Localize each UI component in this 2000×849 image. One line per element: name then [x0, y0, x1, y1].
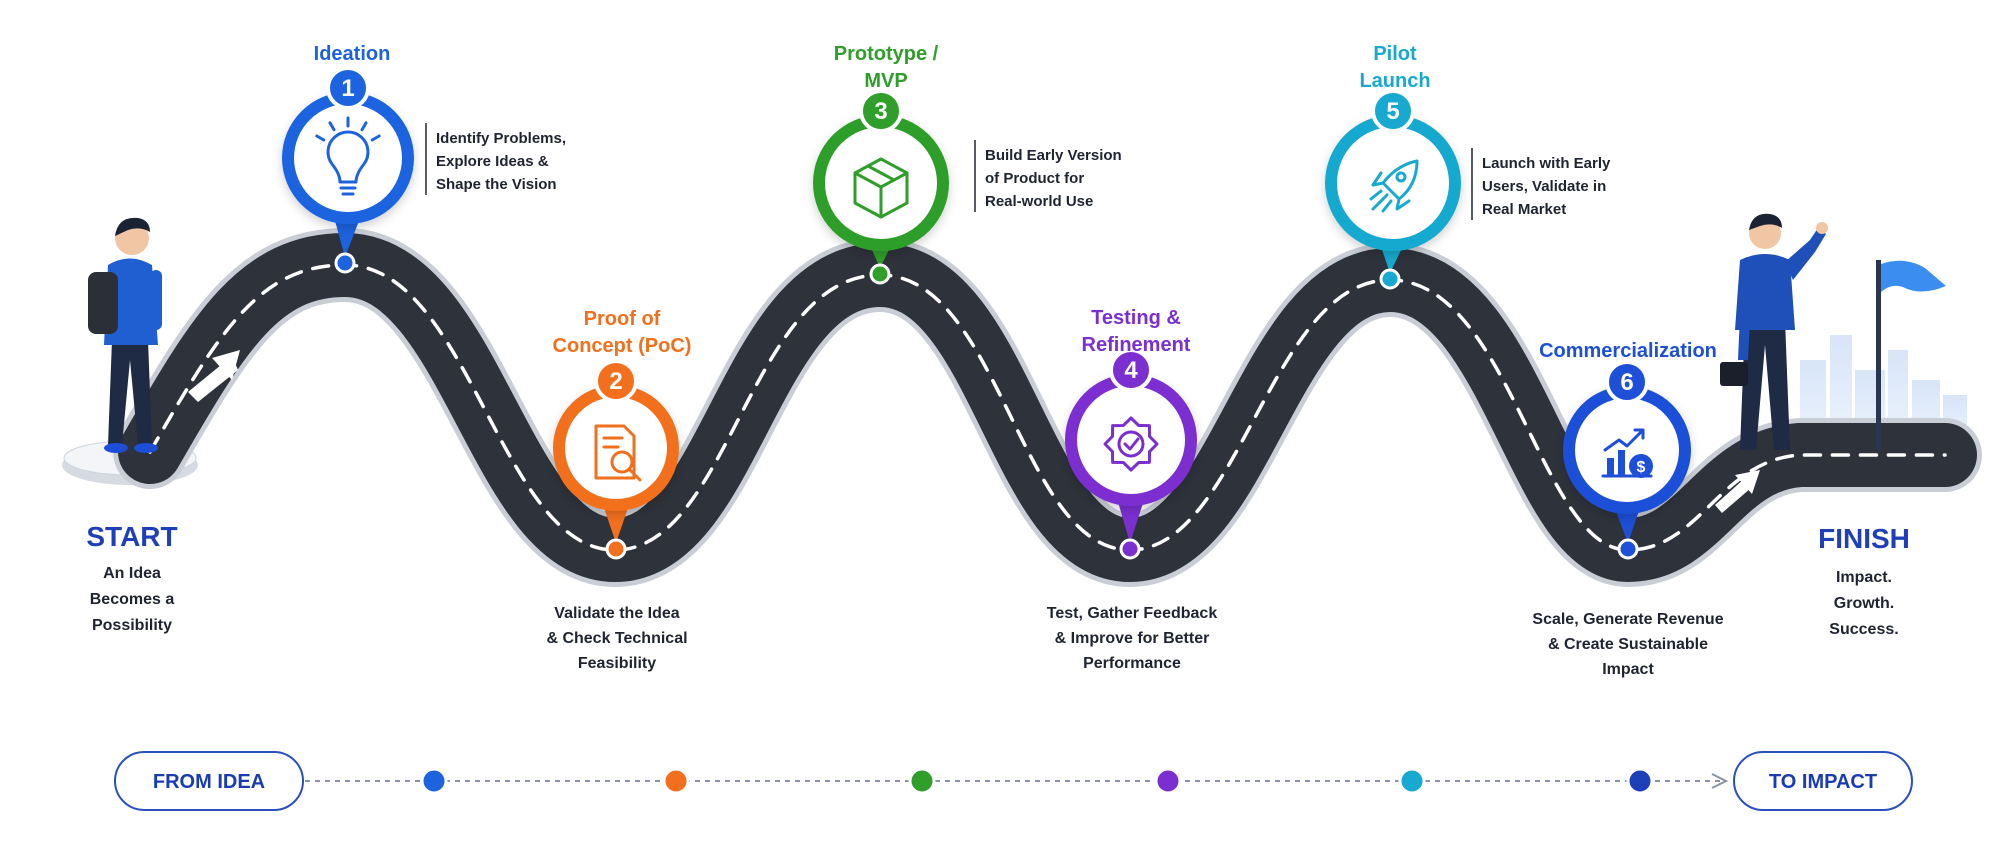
- road-arrow-start: [188, 350, 240, 402]
- stage-description: Real-world Use: [985, 193, 1093, 210]
- stage-description: Users, Validate in: [1482, 178, 1606, 195]
- stage-description: Validate the Idea: [554, 605, 679, 622]
- stage-pin-inner: [1077, 386, 1185, 494]
- flag-icon: [1876, 260, 1946, 450]
- step-number-badge: [326, 66, 370, 110]
- dollar-glyph: $: [1637, 459, 1646, 476]
- stage-description: & Improve for Better: [1055, 630, 1210, 647]
- stage-title: Proof of: [584, 308, 661, 330]
- to-impact-label: TO IMPACT: [1769, 771, 1877, 793]
- stage-description: Real Market: [1482, 201, 1566, 218]
- progress-timeline: FROM IDEA TO IMPACT: [114, 751, 1913, 811]
- timeline-dot: [1626, 767, 1654, 795]
- stage-title: MVP: [864, 70, 907, 92]
- finish-line: Success.: [1829, 621, 1898, 638]
- stage-pin-inner: [825, 127, 937, 239]
- stage-description: Performance: [1083, 655, 1181, 672]
- start-block: START An Idea Becomes a Possibility: [86, 521, 177, 634]
- road-marker-dot: [869, 263, 891, 285]
- growth-chart-icon: $: [1601, 428, 1653, 478]
- step-number: 2: [609, 368, 622, 395]
- stage-description: Explore Ideas &: [436, 153, 549, 170]
- step-number-badge: [1605, 360, 1649, 404]
- road-marker-dot: [334, 252, 356, 274]
- step-number-badge: [1109, 348, 1153, 392]
- stage-description: Scale, Generate Revenue: [1532, 611, 1723, 628]
- step-number-badge: [859, 89, 903, 133]
- step-number: 6: [1620, 369, 1633, 396]
- to-impact-pill: TO IMPACT: [1733, 751, 1913, 811]
- road-marker-dot: [605, 538, 627, 560]
- from-idea-label: FROM IDEA: [153, 771, 265, 793]
- box-icon: [853, 157, 909, 219]
- road-arrow-end: [1715, 470, 1760, 513]
- stage-description: Identify Problems,: [436, 130, 566, 147]
- step-number: 4: [1124, 357, 1138, 384]
- stage-pin-inner: [294, 104, 402, 212]
- stage-title: Launch: [1359, 70, 1430, 92]
- timeline-dot: [420, 767, 448, 795]
- stage-title: Refinement: [1082, 334, 1191, 356]
- finish-block: FINISH Impact. Growth. Success.: [1818, 523, 1910, 638]
- traveler-person: [88, 217, 162, 453]
- stage-3: 3 Prototype / MVP Build Early Version of Pro…: [813, 43, 1122, 285]
- step-number-badge: [1371, 89, 1415, 133]
- timeline-dot: [908, 767, 936, 795]
- stage-pin-inner: [1337, 127, 1449, 239]
- stage-title: Concept (PoC): [553, 335, 692, 357]
- rocket-icon: [1369, 159, 1419, 213]
- step-number: 1: [341, 75, 354, 102]
- step-number-badge: [594, 359, 638, 403]
- start-line: An Idea: [103, 565, 161, 582]
- timeline-dot: [1154, 767, 1182, 795]
- stage-description: Impact: [1602, 661, 1654, 678]
- gear-check-icon: [1103, 416, 1159, 472]
- start-title: START: [86, 521, 177, 552]
- start-line: Possibility: [92, 617, 172, 634]
- timeline-arrow-icon: [1711, 773, 1729, 789]
- document-search-icon: [594, 424, 642, 482]
- stage-description: Launch with Early: [1482, 155, 1611, 172]
- winding-road: [62, 228, 1982, 587]
- celebrating-person: [1720, 213, 1828, 450]
- finish-line: Impact.: [1836, 569, 1892, 586]
- stage-description: & Create Sustainable: [1548, 636, 1708, 653]
- stage-title: Prototype /: [834, 43, 939, 65]
- finish-line: Growth.: [1834, 595, 1894, 612]
- step-number: 5: [1386, 98, 1399, 125]
- stage-description: Build Early Version: [985, 147, 1122, 164]
- road-marker-dot: [1119, 538, 1141, 560]
- stage-2: 2 Proof of Concept (PoC) Validate the Idea &…: [546, 308, 691, 672]
- stage-description: of Product for: [985, 170, 1084, 187]
- step-number: 3: [874, 98, 887, 125]
- from-idea-pill: FROM IDEA: [114, 751, 304, 811]
- road-marker-dot: [1617, 538, 1639, 560]
- finish-title: FINISH: [1818, 523, 1910, 554]
- timeline-dot: [1398, 767, 1426, 795]
- stage-title: Pilot: [1373, 43, 1417, 65]
- stage-title: Commercialization: [1539, 340, 1717, 362]
- stage-description: Shape the Vision: [436, 176, 557, 193]
- lightbulb-icon: [315, 116, 381, 196]
- stage-pin-inner: [1575, 398, 1679, 502]
- start-line: Becomes a: [90, 591, 175, 608]
- stage-description: Feasibility: [578, 655, 656, 672]
- stage-title: Ideation: [314, 43, 391, 65]
- road-marker-dot: [1379, 268, 1401, 290]
- timeline-dot: [662, 767, 690, 795]
- stage-description: Test, Gather Feedback: [1047, 605, 1218, 622]
- stage-description: & Check Technical: [546, 630, 687, 647]
- stage-title: Testing &: [1091, 307, 1181, 329]
